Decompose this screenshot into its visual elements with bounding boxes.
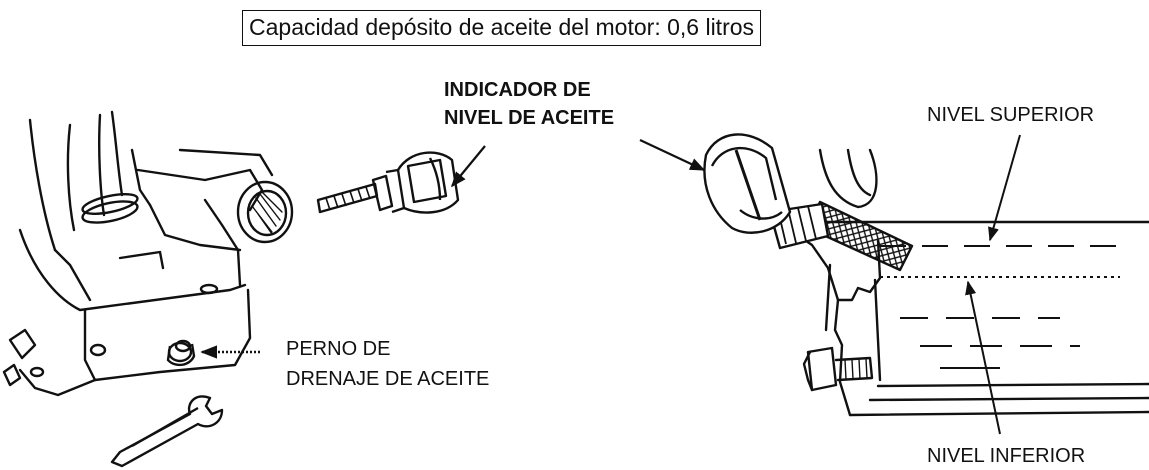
upper-level-label: NIVEL SUPERIOR bbox=[927, 104, 1095, 126]
crankcase-section bbox=[788, 148, 1149, 417]
dipstick-removed bbox=[316, 151, 460, 214]
engine-crankcase bbox=[2, 110, 294, 397]
dipstick-inserted bbox=[703, 133, 914, 272]
lower-level-arrow bbox=[965, 280, 1001, 435]
dipstick-label-line1: INDICADOR DE bbox=[444, 79, 591, 101]
dipstick-label-line2: NIVEL DE ACEITE bbox=[444, 107, 615, 129]
dipstick-arrow-right bbox=[639, 139, 706, 171]
drain-bolt-label: PERNO DE DRENAJE DE ACEITE bbox=[286, 334, 489, 394]
oil-levels bbox=[880, 245, 1120, 369]
upper-level-arrow bbox=[988, 134, 1021, 242]
wrench-icon bbox=[110, 395, 224, 468]
capacity-note: Capacidad depósito de aceite del motor: … bbox=[242, 10, 762, 46]
dipstick-label: INDICADOR DE NIVEL DE ACEITE bbox=[444, 76, 614, 132]
dipstick-arrow-left bbox=[451, 145, 486, 188]
drain-bolt-label-line1: PERNO DE bbox=[286, 338, 391, 360]
drain-bolt bbox=[166, 339, 196, 367]
drain-bolt-label-line2: DRENAJE DE ACEITE bbox=[286, 368, 490, 390]
lower-level-label: NIVEL INFERIOR bbox=[927, 445, 1086, 467]
